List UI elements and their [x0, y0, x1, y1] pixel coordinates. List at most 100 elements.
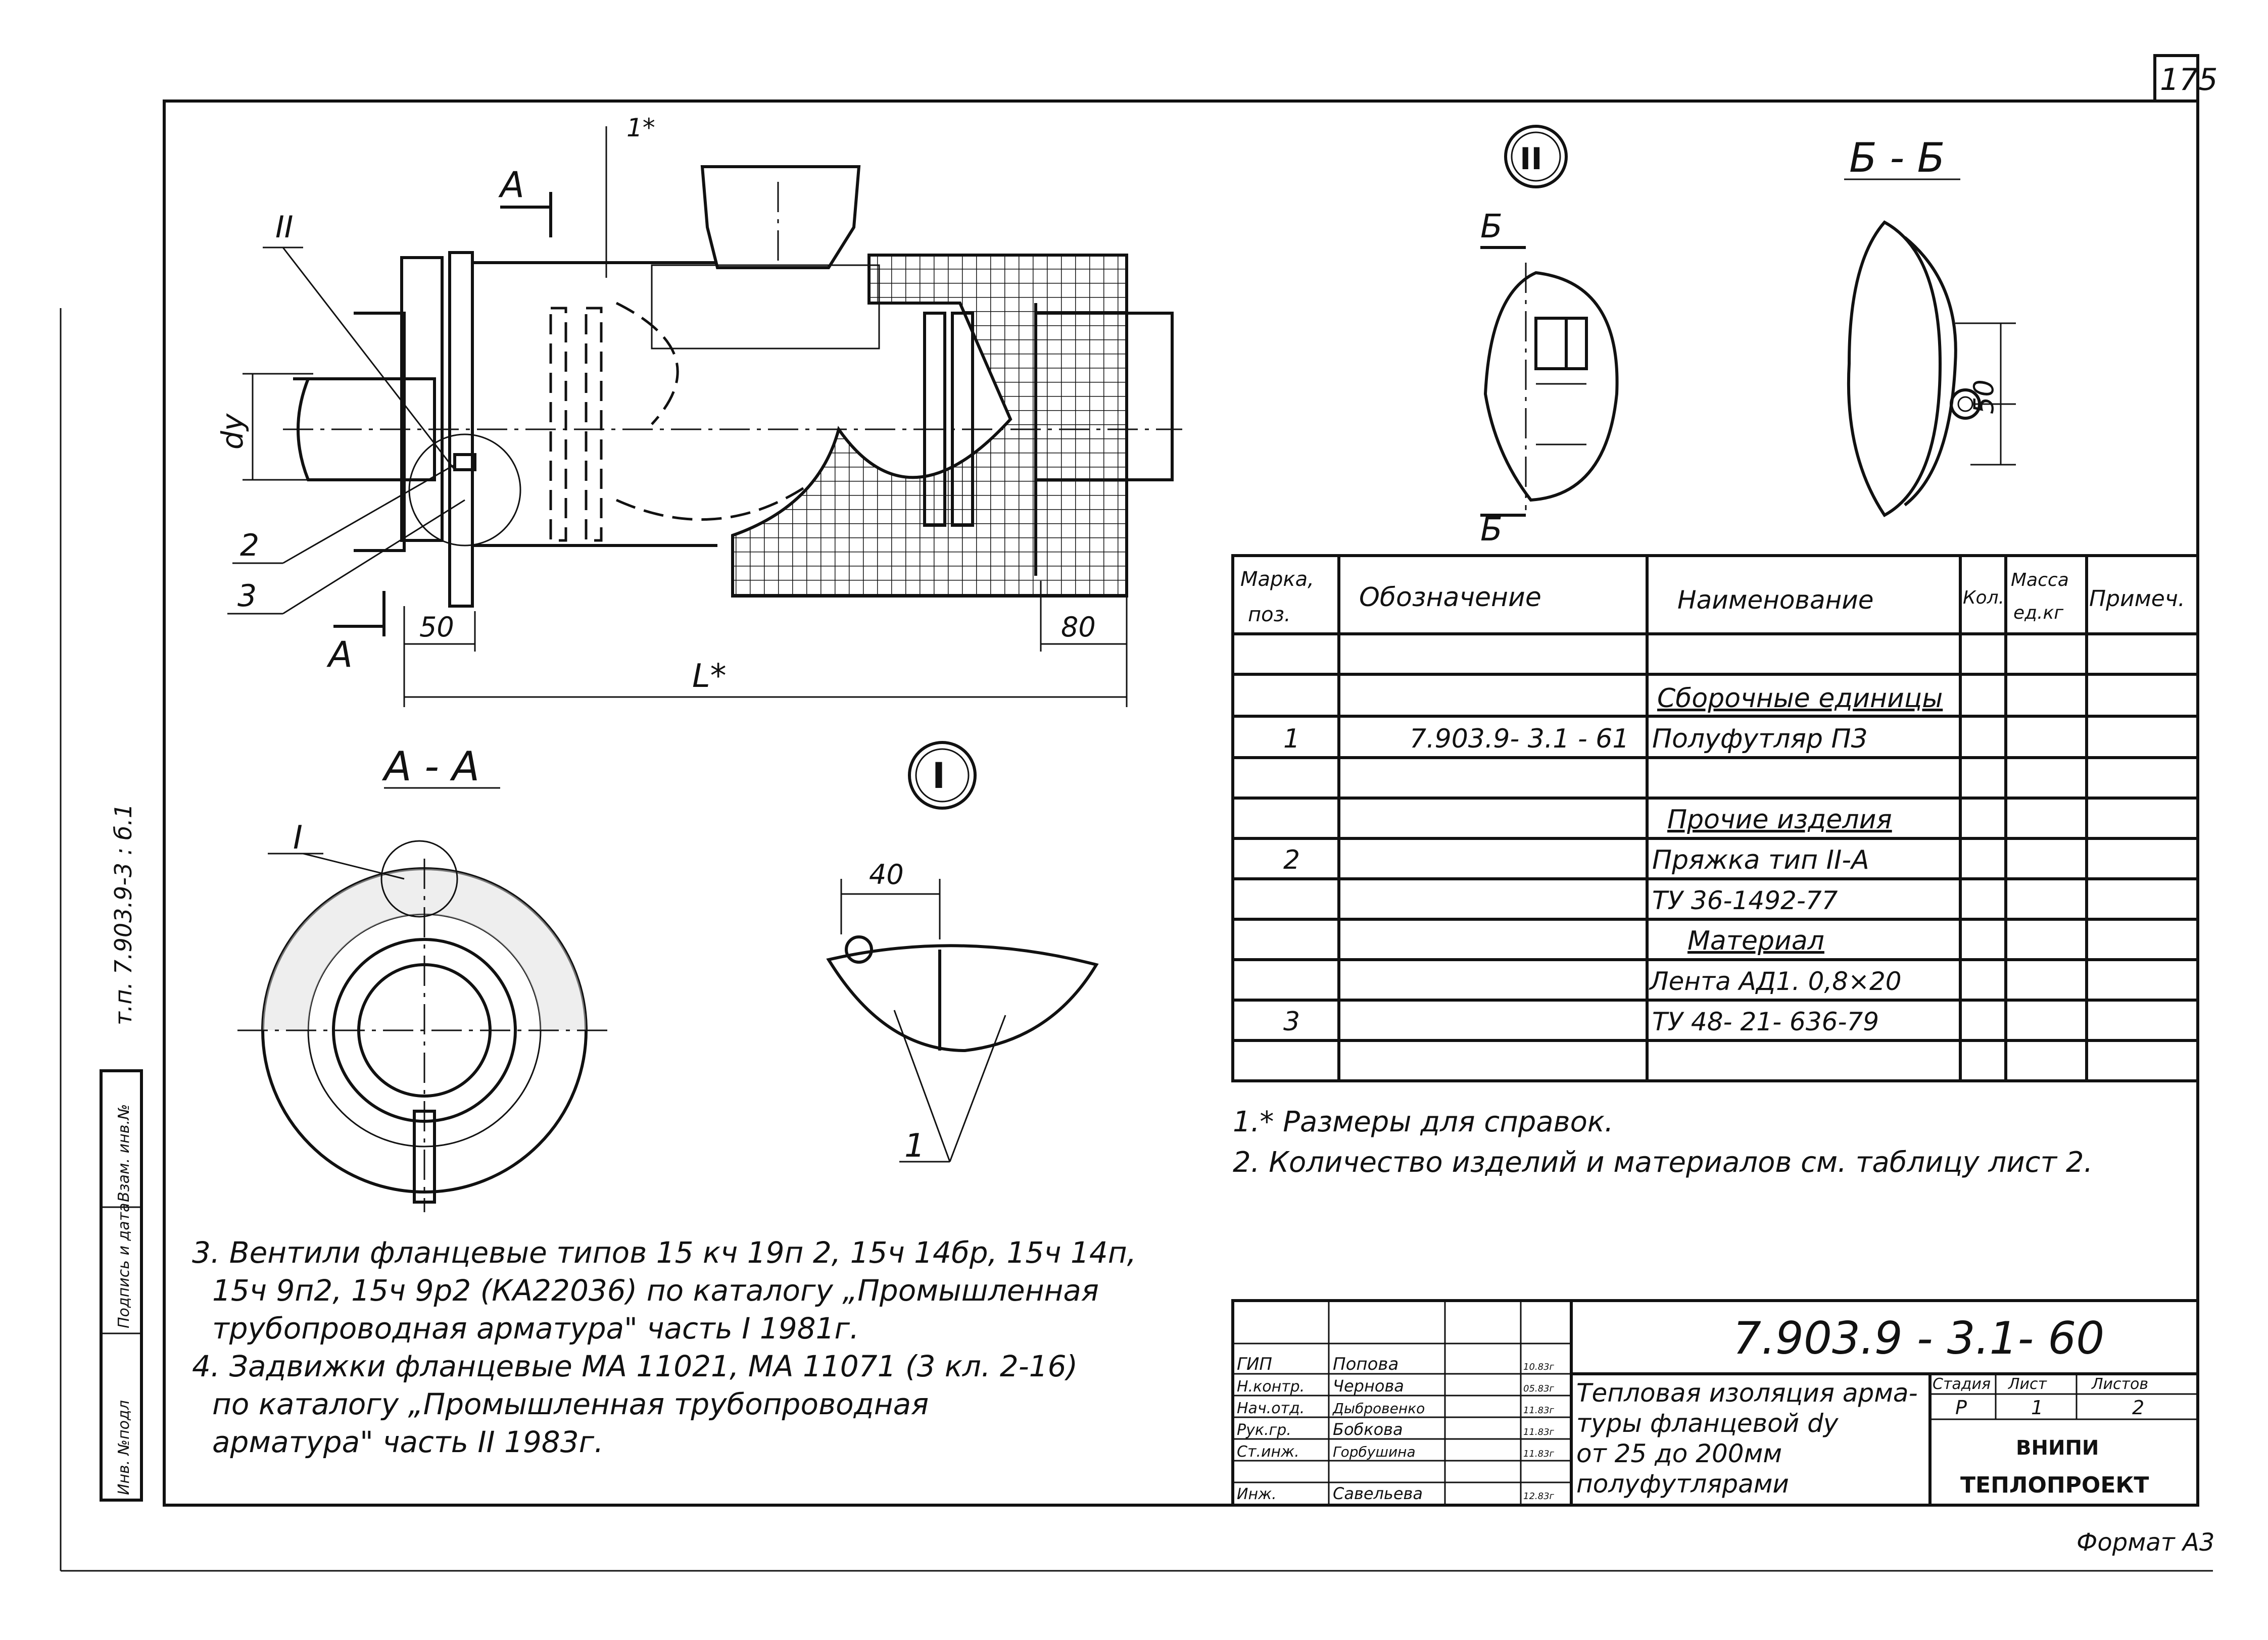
title-block: 7.903.9 - 3.1- 60 ГИП Попова 10.83г Н.ко… — [1231, 1299, 2199, 1507]
role-name: Попова — [1333, 1354, 1398, 1374]
dim-40: 40 — [869, 859, 904, 890]
table-header-name: Наименование — [1677, 585, 1874, 615]
role-name: Горбушина — [1333, 1444, 1416, 1460]
stage-value: Р — [1955, 1397, 1967, 1419]
main-view: A A II 1* 2 3 dy 50 80 L* — [215, 113, 1182, 707]
role-date: 11.83г — [1523, 1405, 1555, 1416]
role-label: ГИП — [1237, 1354, 1272, 1374]
sheet-label: Лист — [2008, 1375, 2048, 1393]
side-stamp-label-2: Подпись и дата — [115, 1203, 133, 1329]
section-mark-b-bottom: Б — [1480, 511, 1503, 549]
notes-right: 1.* Размеры для справок. 2. Количество и… — [1233, 1106, 2093, 1179]
role-label: Н.контр. — [1237, 1378, 1305, 1396]
sheets-value: 2 — [2132, 1397, 2144, 1419]
note-4-line-2: по каталогу „Промышленная трубопроводная — [212, 1387, 929, 1421]
section-aa-view: A - A I — [237, 743, 611, 1212]
insulation-hatch — [731, 254, 1128, 598]
side-stamp-code: т.п. 7.903.9-3 : б.1 — [110, 804, 137, 1025]
notes-left: 3. Вентили фланцевые типов 15 кч 19п 2, … — [192, 1235, 1136, 1459]
note-4-line-1: 4. Задвижки фланцевые МА 11021, МА 11071… — [192, 1349, 1078, 1383]
note-3-line-1: 3. Вентили фланцевые типов 15 кч 19п 2, … — [192, 1235, 1136, 1270]
role-name: Чернова — [1333, 1376, 1404, 1396]
table-row-name: ТУ 48- 21- 636-79 — [1652, 1007, 1879, 1036]
table-header-qty: Кол. — [1963, 587, 2004, 608]
title-line-1: Тепловая изоляция арма- — [1576, 1378, 1918, 1408]
stage-label: Стадия — [1933, 1375, 1991, 1393]
note-4-line-3: арматура" часть II 1983г. — [212, 1425, 604, 1459]
note-3-line-2: 15ч 9п2, 15ч 9р2 (КА22036) по каталогу „… — [212, 1273, 1099, 1308]
table-header-mark-2: поз. — [1248, 603, 1291, 626]
role-date: 11.83г — [1523, 1449, 1555, 1459]
section-mark-b-top: Б — [1480, 208, 1503, 245]
role-date: 12.83г — [1523, 1491, 1555, 1502]
sheet-value: 1 — [2031, 1397, 2043, 1419]
position-3: 3 — [237, 578, 257, 614]
sheets-label: Листов — [2091, 1375, 2148, 1393]
side-stamp-label-1: Инв. №подл — [115, 1400, 133, 1495]
table-header-mark: Марка, — [1240, 568, 1314, 591]
format-label: Формат А3 — [2077, 1528, 2214, 1557]
title-line-4: полуфутлярами — [1576, 1469, 1789, 1499]
title-line-2: туры фланцевой dy — [1576, 1409, 1839, 1438]
table-row-name: Полуфутляр П3 — [1652, 724, 1868, 754]
detail-II-title: II — [1520, 141, 1542, 177]
table-row-mark: 1 — [1283, 724, 1300, 754]
doc-number: 7.903.9 - 3.1- 60 — [1733, 1312, 2104, 1364]
side-stamp-label-3: Взам. инв.№ — [115, 1104, 133, 1202]
table-header-mass-2: ед.кг — [2013, 603, 2064, 623]
org-line-1: ВНИПИ — [2016, 1436, 2099, 1460]
table-row-mark: 3 — [1283, 1007, 1300, 1037]
dim-50: 50 — [419, 611, 454, 643]
note-1: 1.* Размеры для справок. — [1233, 1106, 1614, 1138]
dim-50-vertical: 50 — [1968, 379, 2000, 414]
title-line-3: от 25 до 200мм — [1576, 1439, 1782, 1468]
table-row-name: Прочие изделия — [1667, 805, 1892, 835]
role-name: Дыбровенко — [1332, 1400, 1425, 1417]
table-header-designation: Обозначение — [1359, 582, 1541, 613]
page-number-box — [2153, 54, 2199, 103]
table-row-mark: 2 — [1283, 845, 1300, 875]
role-date: 05.83г — [1523, 1383, 1555, 1394]
note-2: 2. Количество изделий и материалов см. т… — [1233, 1146, 2093, 1179]
callout-I-label: I — [293, 819, 303, 857]
dim-80: 80 — [1061, 611, 1096, 643]
role-date: 11.83г — [1523, 1427, 1555, 1437]
section-mark-a-bottom: A — [326, 634, 353, 675]
section-bb-view: Б - Б 50 — [1844, 134, 2016, 517]
role-label: Ст.инж. — [1237, 1443, 1299, 1461]
role-label: Инж. — [1237, 1485, 1277, 1503]
section-mark-a-top: A — [498, 164, 524, 206]
org-line-2: ТЕПЛОПРОЕКТ — [1960, 1472, 2149, 1498]
spec-table: Марка, поз. Обозначение Наименование Кол… — [1231, 554, 2199, 1082]
role-label: Рук.гр. — [1237, 1421, 1291, 1439]
detail-I-title: I — [932, 755, 945, 797]
role-name: Бобкова — [1333, 1420, 1403, 1439]
table-row-name: Материал — [1687, 926, 1824, 956]
table-row-lines — [1233, 673, 2198, 1042]
roles-list: ГИП Попова 10.83г Н.контр. Чернова 05.83… — [1233, 1354, 1571, 1503]
callout-II: II — [275, 210, 293, 245]
note-3-line-3: трубопроводная арматура" часть I 1981г. — [212, 1311, 859, 1346]
table-row-name: ТУ 36-1492-77 — [1652, 886, 1838, 915]
position-1: 1 — [904, 1127, 925, 1165]
table-row-name: Сборочные единицы — [1657, 683, 1943, 714]
role-date: 10.83г — [1523, 1362, 1555, 1372]
table-row-designation: 7.903.9- 3.1 - 61 — [1410, 724, 1629, 754]
detail-I-view: I 40 1 — [826, 741, 1099, 1165]
table-row-name: Пряжка тип II-А — [1652, 845, 1869, 875]
detail-II-view: II Б Б — [1480, 125, 1619, 549]
section-aa-title: A - A — [381, 743, 479, 790]
dim-dy: dy — [215, 413, 250, 450]
role-name: Савельева — [1333, 1484, 1423, 1503]
table-row-name: Лента АД1. 0,8×20 — [1649, 967, 1902, 996]
role-label: Нач.отд. — [1237, 1400, 1305, 1417]
callout-star: 1* — [626, 113, 655, 142]
section-bb-title: Б - Б — [1849, 134, 1945, 181]
page-number: 175 — [2160, 62, 2218, 97]
position-2: 2 — [240, 528, 259, 563]
table-header-note: Примеч. — [2089, 586, 2185, 612]
side-stamp: т.п. 7.903.9-3 : б.1 Инв. №подл Подпись … — [100, 804, 143, 1502]
dim-L: L* — [692, 658, 727, 695]
table-header-mass: Масса — [2011, 570, 2069, 590]
